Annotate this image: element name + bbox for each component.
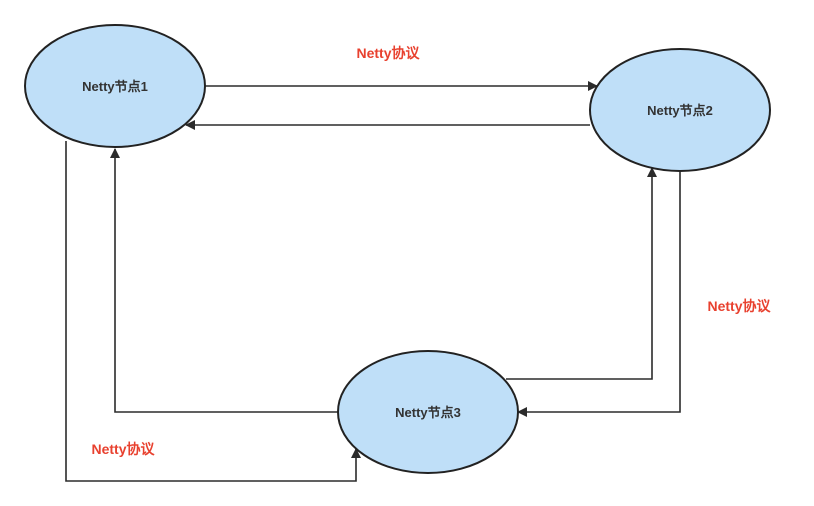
- node-2-shape: [589, 48, 771, 172]
- node-1: Netty节点1: [24, 24, 206, 148]
- node-2-label: Netty节点2: [647, 103, 713, 118]
- edge-node3-to-node2: [506, 167, 657, 380]
- edges: [65, 81, 681, 482]
- node-3-shape: [337, 350, 519, 474]
- node-3: Netty节点3: [337, 350, 519, 474]
- edge-node1-to-node3: [65, 141, 361, 482]
- edge-label-left: Netty协议: [91, 441, 155, 457]
- node-1-shape: [24, 24, 206, 148]
- node-2: Netty节点2: [589, 48, 771, 172]
- edge-node2-to-node3: [517, 172, 681, 417]
- node-3-label: Netty节点3: [395, 405, 461, 420]
- node-1-label: Netty节点1: [82, 79, 148, 94]
- edge-label-top: Netty协议: [356, 45, 420, 61]
- edge-label-right: Netty协议: [707, 298, 771, 314]
- edge-node3-to-node1: [110, 148, 338, 413]
